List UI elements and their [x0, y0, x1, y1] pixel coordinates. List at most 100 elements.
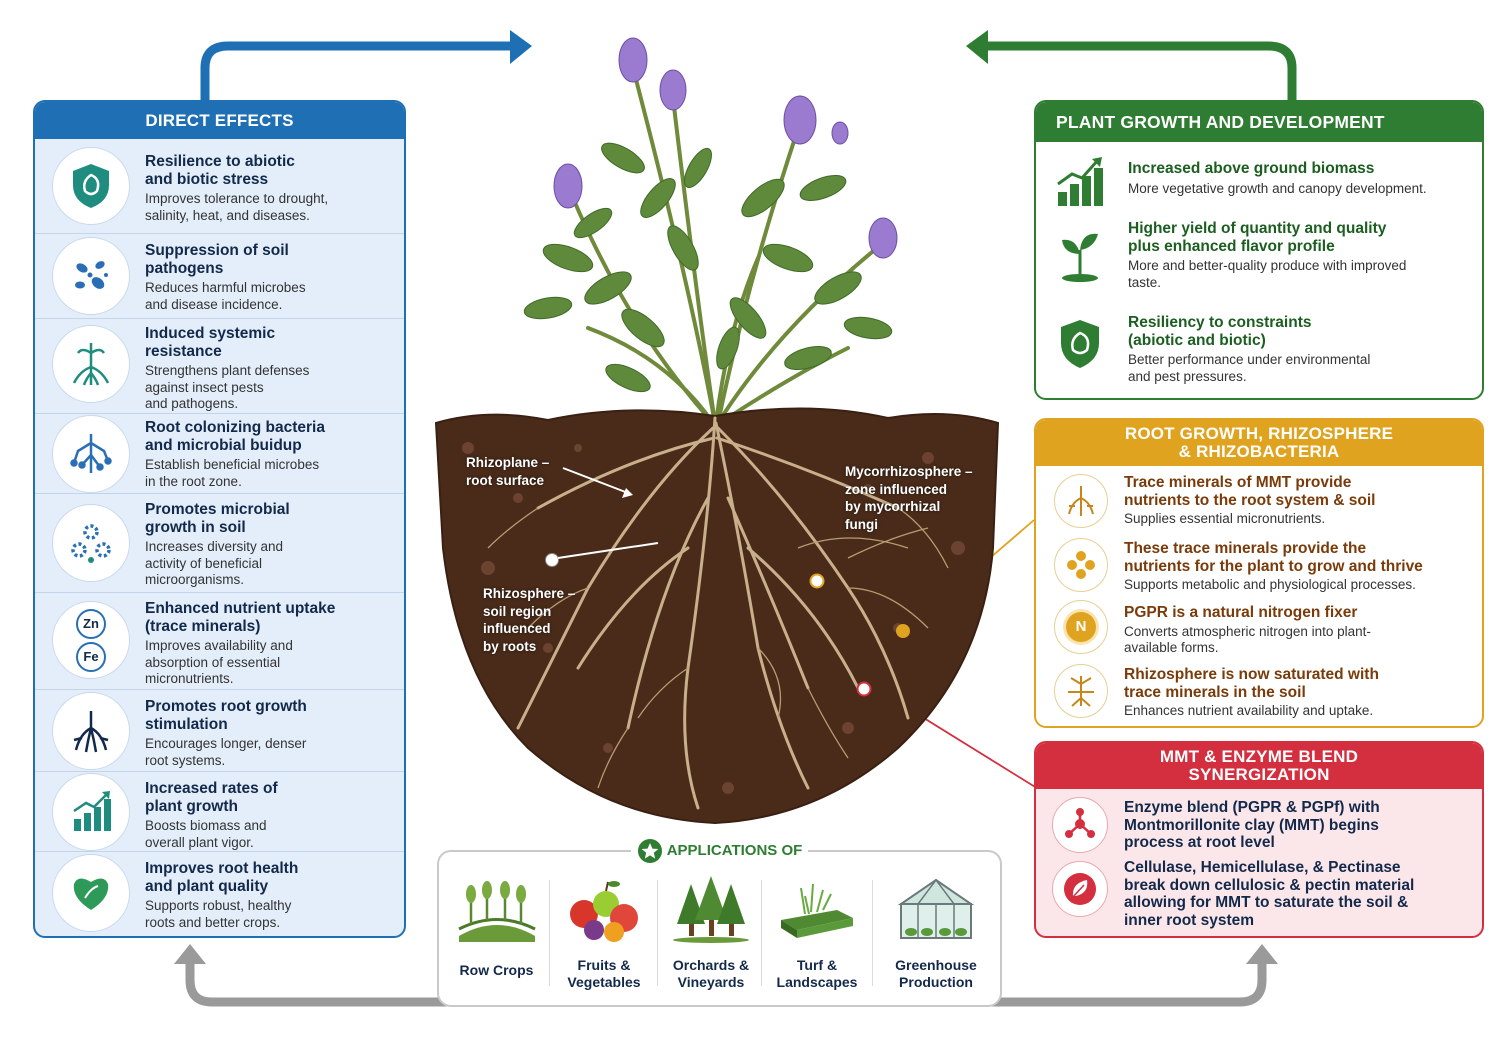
row-crops-icon	[457, 881, 536, 942]
plant-roots-icon	[52, 325, 130, 403]
effect-desc: Establish beneficial microbes in the roo…	[145, 457, 320, 489]
green-flow-arrow	[985, 41, 1297, 102]
blue-flow-arrow	[200, 41, 512, 102]
grey-arrow-head-left	[174, 944, 206, 964]
effect-title: Enhanced nutrient uptake (trace minerals…	[145, 600, 336, 635]
direct-effect-item: Promotes microbial growth in soil Increa…	[35, 493, 404, 592]
applications-title: APPLICATIONS OF	[666, 841, 803, 859]
rhizosphere-label: Rhizosphere – soil region influenced by …	[483, 586, 576, 654]
direct-effect-item: Promotes root growth stimulation Encoura…	[35, 689, 404, 771]
direct-effect-item: Improves root health and plant quality S…	[35, 851, 404, 936]
trees-icon	[673, 876, 749, 943]
root-network-icon	[52, 415, 130, 493]
direct-effect-item: Suppression of soil pathogens Reduces ha…	[35, 233, 404, 318]
yellow-marker	[896, 624, 910, 638]
effect-desc: Improves tolerance to drought, salinity,…	[145, 191, 329, 223]
effect-desc: Strengthens plant defenses against insec…	[145, 363, 310, 411]
root-spread-icon	[1054, 664, 1108, 718]
effect-desc: Supports robust, healthy roots and bette…	[145, 898, 292, 930]
mmt-item: Enzyme blend (PGPR & PGPf) with Montmori…	[1036, 793, 1482, 855]
soil-block	[434, 407, 1000, 825]
shield-leaf-icon	[52, 147, 130, 225]
mmt-enzyme-panel: MMT & ENZYME BLEND SYNERGIZATION Enzyme …	[1034, 741, 1484, 938]
microbes-icon	[52, 237, 130, 315]
effect-desc: Improves availability and absorption of …	[145, 638, 293, 686]
growth-item: Higher yield of quantity and quality plu…	[1036, 214, 1482, 304]
app-fruits-vegetables: Fruits & Vegetables	[554, 874, 654, 994]
app-orchards-vineyards: Orchards & Vineyards	[661, 874, 761, 994]
mmt-text: Cellulase, Hemicellulase, & Pectinase br…	[1124, 859, 1415, 929]
bar-chart-icon	[1052, 154, 1108, 210]
plant-growth-panel: PLANT GROWTH AND DEVELOPMENT Increased a…	[1034, 100, 1484, 400]
growth-item: Increased above ground biomass More vege…	[1036, 154, 1482, 214]
fe-badge: Fe	[76, 641, 106, 672]
direct-effect-item: Increased rates of plant growth Boosts b…	[35, 771, 404, 851]
root-growth-desc: Converts atmospheric nitrogen into plant…	[1124, 623, 1371, 655]
app-label: Orchards & Vineyards	[672, 957, 750, 990]
app-label: Fruits & Vegetables	[567, 957, 641, 990]
effect-title: Improves root health and plant quality	[145, 860, 299, 895]
nitrogen-badge: N	[1066, 612, 1096, 642]
root-growth-desc: Supports metabolic and physiological pro…	[1124, 577, 1416, 592]
blue-arrow-head	[510, 30, 532, 64]
effect-desc: Encourages longer, denser root systems.	[145, 736, 307, 768]
rhizosphere-pointer	[557, 542, 659, 559]
effect-desc: Increases diversity and activity of bene…	[145, 539, 284, 587]
root-growth-item: These trace minerals provide the nutrien…	[1036, 536, 1482, 598]
heart-leaf-icon	[52, 854, 130, 932]
effect-desc: Reduces harmful microbes and disease inc…	[145, 280, 306, 312]
direct-effect-item: Root colonizing bacteria and microbial b…	[35, 413, 404, 493]
root-growth-panel: ROOT GROWTH, RHIZOSPHERE & RHIZOBACTERIA…	[1034, 418, 1484, 728]
effect-title: Resilience to abiotic and biotic stress	[145, 153, 295, 188]
seedling-icon	[1052, 228, 1108, 284]
roots	[516, 416, 910, 810]
root-growth-desc: Enhances nutrient availability and uptak…	[1124, 703, 1374, 718]
effect-title: Suppression of soil pathogens	[145, 242, 289, 277]
greenhouse-icon	[897, 878, 975, 939]
mycorrhizosphere-label: Mycorrhizosphere – zone influenced by my…	[845, 464, 973, 532]
root-growth-desc: Supplies essential micronutrients.	[1124, 511, 1326, 526]
fine-roots	[487, 507, 949, 789]
effect-title: Root colonizing bacteria and microbial b…	[145, 419, 325, 454]
gears-icon	[52, 504, 130, 582]
zn-badge: Zn	[76, 608, 106, 639]
molecule-icon	[1052, 797, 1108, 853]
nitrogen-icon: N	[1054, 600, 1108, 654]
leaf-icon	[1052, 861, 1108, 917]
star-badge-icon	[637, 839, 662, 863]
grey-arrow-head-right	[1246, 944, 1278, 964]
mmt-enzyme-header: MMT & ENZYME BLEND SYNERGIZATION	[1036, 743, 1482, 789]
green-arrow-head	[966, 30, 988, 64]
red-marker	[856, 681, 872, 697]
effect-title: Promotes root growth stimulation	[145, 698, 307, 733]
growth-item: Resiliency to constraints (abiotic and b…	[1036, 308, 1482, 398]
growth-title: Resiliency to constraints (abiotic and b…	[1128, 314, 1312, 349]
root-growth-title: Trace minerals of MMT provide nutrients …	[1124, 474, 1376, 509]
plant-leaves	[523, 142, 893, 393]
effect-desc: Boosts biomass and overall plant vigor.	[145, 818, 267, 850]
plant-growth-header: PLANT GROWTH AND DEVELOPMENT	[1036, 102, 1482, 142]
direct-effect-item: Zn Fe Enhanced nutrient uptake (trace mi…	[35, 592, 404, 689]
shield-leaf-icon	[1052, 316, 1108, 372]
plant-soil-illustration	[434, 37, 1000, 825]
growth-desc: More and better-quality produce with imp…	[1128, 258, 1407, 290]
zn-fe-icon: Zn Fe	[52, 601, 130, 679]
rhizoplane-pointer	[562, 467, 629, 494]
root-icon	[1054, 474, 1108, 528]
root-growth-title: Rhizosphere is now saturated with trace …	[1124, 666, 1379, 701]
direct-effects-panel: DIRECT EFFECTS Resilience to abiotic and…	[33, 100, 406, 938]
purple-flowers	[553, 37, 898, 259]
molecules-icon	[1054, 538, 1108, 592]
app-row-crops: Row Crops	[449, 874, 544, 994]
growth-title: Higher yield of quantity and quality plu…	[1128, 220, 1387, 255]
effect-title: Promotes microbial growth in soil	[145, 501, 290, 536]
rhizosphere-marker	[545, 553, 559, 567]
app-greenhouse-production: Greenhouse Production	[877, 874, 995, 994]
app-label: Greenhouse Production	[895, 957, 977, 990]
root-growth-item: Trace minerals of MMT provide nutrients …	[1036, 472, 1482, 534]
mycorrhizal-marker	[809, 573, 825, 589]
root-growth-title: These trace minerals provide the nutrien…	[1124, 540, 1423, 575]
growth-chart-icon	[52, 773, 130, 851]
root-growth-title: PGPR is a natural nitrogen fixer	[1124, 604, 1358, 621]
root-growth-item: Rhizosphere is now saturated with trace …	[1036, 662, 1482, 724]
